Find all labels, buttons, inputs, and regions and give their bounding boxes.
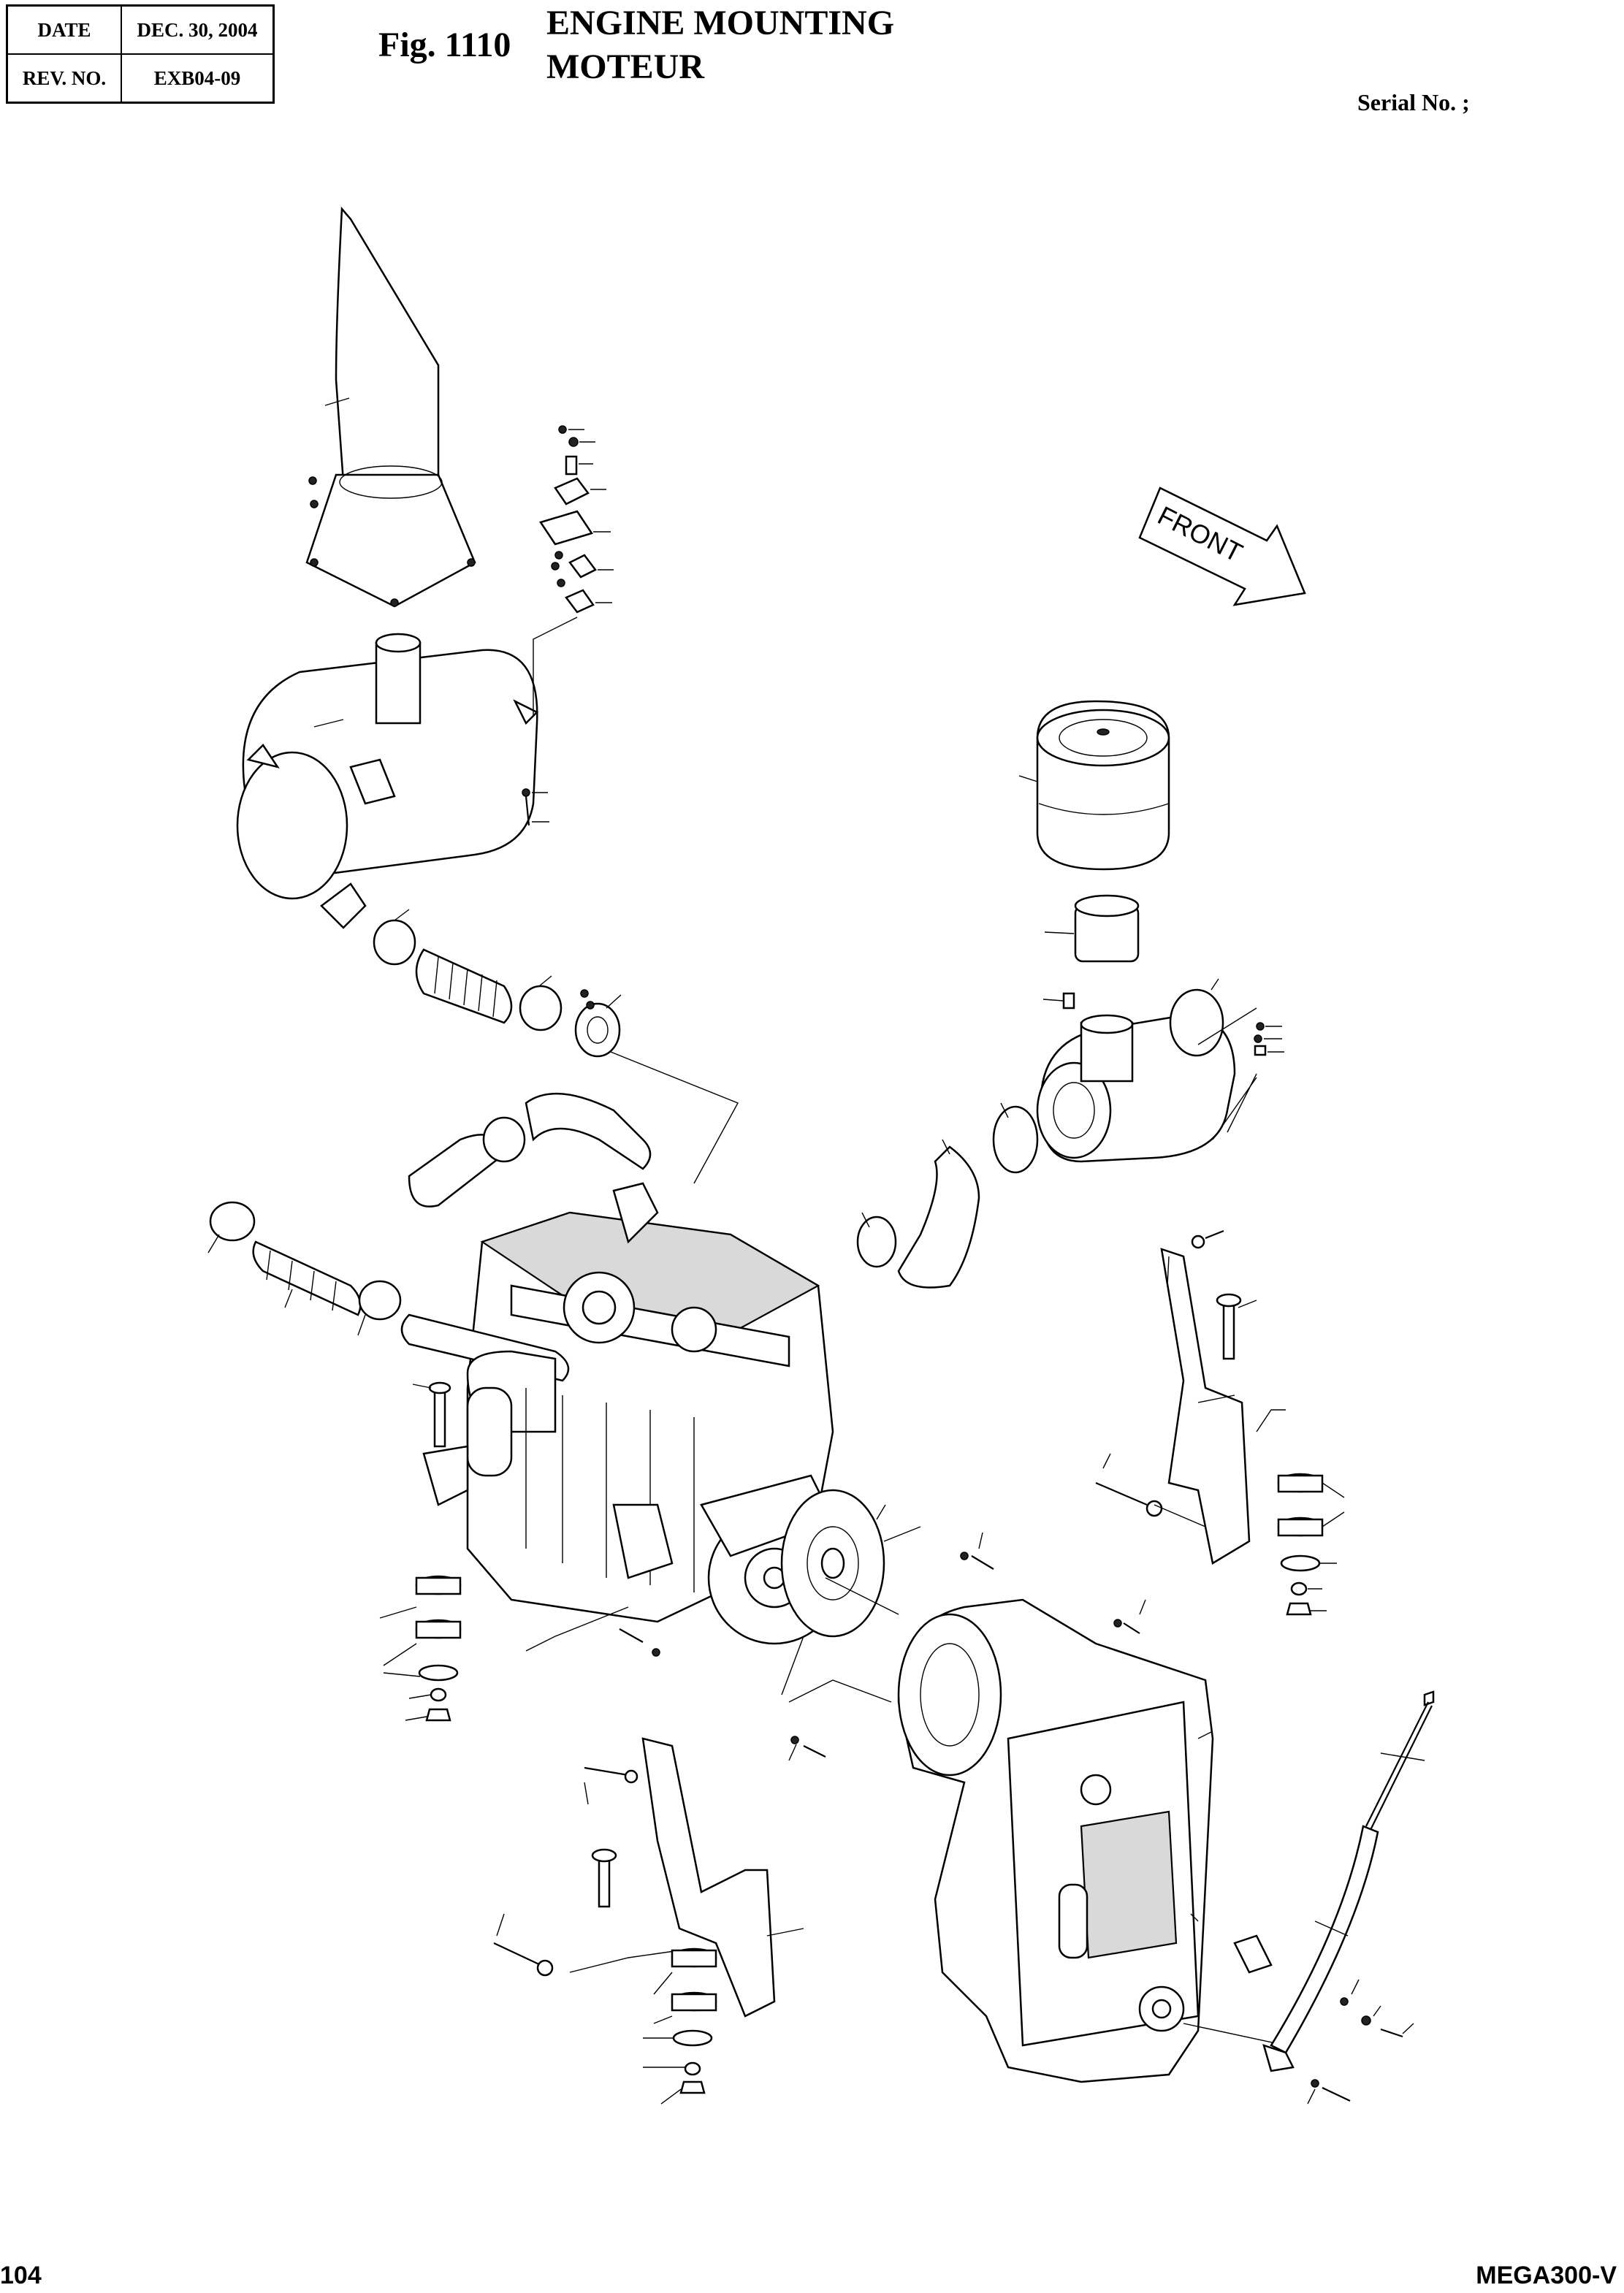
date-label: DATE xyxy=(6,4,122,55)
figure-title-fr: MOTEUR xyxy=(546,47,704,86)
isolator-stack-left xyxy=(379,1381,629,1722)
transmission-mount-hardware xyxy=(619,1532,1146,1761)
date-value: DEC. 30, 2004 xyxy=(121,4,275,55)
engine-assembly xyxy=(400,1182,842,1645)
intake-elbow-hose xyxy=(856,1102,1039,1289)
dipstick-tube xyxy=(1233,1690,1435,2105)
flywheel-coupling xyxy=(780,1489,921,1695)
muffler-bracket-hardware xyxy=(522,425,614,826)
rev-value: EXB04-09 xyxy=(121,53,275,104)
serial-number-label: Serial No. ; xyxy=(1357,89,1470,115)
figure-title: ENGINE MOUNTING MOTEUR xyxy=(546,1,894,89)
exhaust-flex-pipe xyxy=(373,909,739,1184)
air-cleaner xyxy=(1018,700,1284,1163)
isolator-stack-right xyxy=(1256,1409,1345,1616)
exhaust-stack xyxy=(305,206,476,608)
transmission xyxy=(897,1598,1286,2083)
front-direction-arrow: FRONT xyxy=(1138,487,1306,606)
model-name: MEGA300-V xyxy=(1476,2262,1617,2289)
charge-air-hoses xyxy=(207,1092,652,1336)
rev-label: REV. NO. xyxy=(6,53,122,104)
page-number: 104 xyxy=(0,2262,42,2289)
muffler xyxy=(236,633,539,929)
figure-number: Fig. 1110 xyxy=(378,26,511,64)
revision-table: DATE DEC. 30, 2004 REV. NO. EXB04-09 xyxy=(6,4,275,104)
engine-mount-bracket-lower xyxy=(493,1737,804,2105)
engine-mount-bracket-right xyxy=(1095,1229,1257,1565)
figure-title-en: ENGINE MOUNTING xyxy=(546,4,895,42)
